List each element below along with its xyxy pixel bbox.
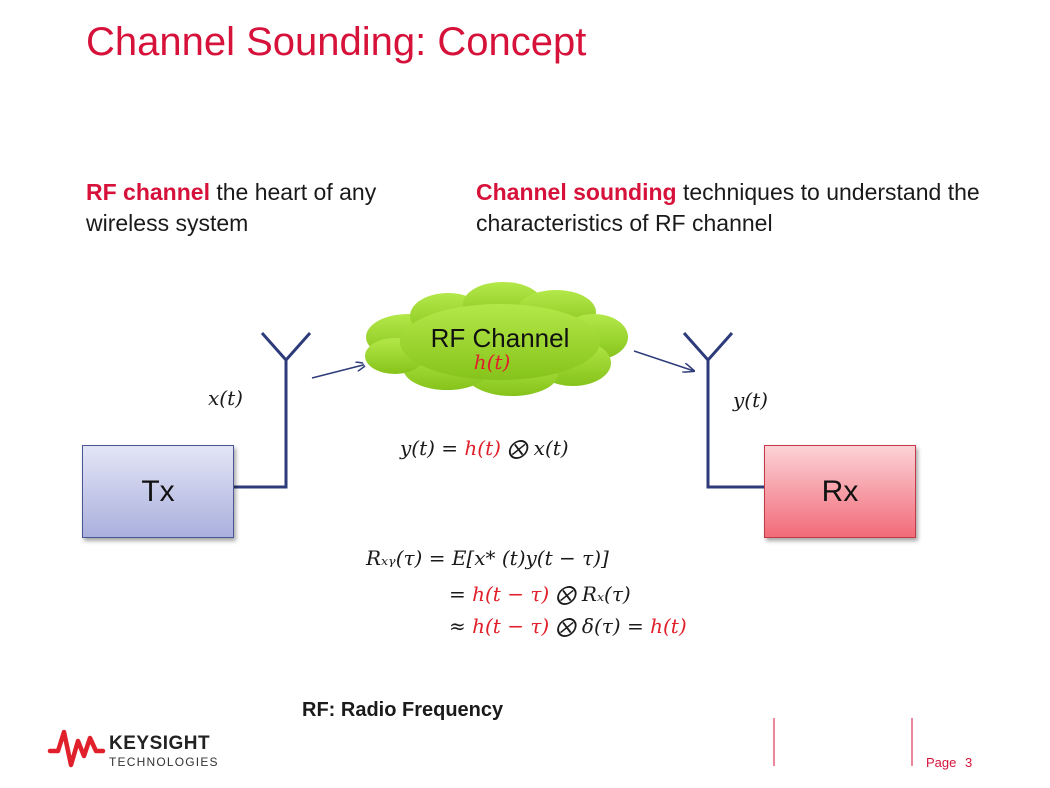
page-title: Channel Sounding: Concept [86, 20, 587, 64]
correlation-line-1: Rₓᵧ(τ) = E[x* (t)y(t − τ)] [366, 546, 609, 570]
page-label: Page [926, 755, 957, 770]
keysight-logo-icon [47, 729, 106, 768]
rf-channel-description: RF channel the heart of any wireless sys… [86, 177, 446, 239]
correlation-line-3-channel: h(t − τ) [472, 614, 550, 638]
rf-channel-cloud-icon [361, 278, 632, 400]
cloud-label: RF Channel [430, 323, 570, 353]
arrow-to-channel [311, 364, 367, 379]
equation-channel: h(t) [464, 436, 501, 460]
correlation-line-2-channel: h(t − τ) [472, 582, 550, 606]
input-signal-label: x(t) [208, 386, 243, 410]
tx-box: Tx [82, 445, 234, 538]
channel-sounding-highlight: Channel sounding [476, 179, 677, 205]
arrow-from-channel [633, 350, 694, 371]
output-signal-label: y(t) [733, 388, 768, 412]
rx-label: Rx [821, 474, 859, 508]
correlation-line-3-eq: ≈ [449, 614, 473, 638]
footnote: RF: Radio Frequency [302, 699, 504, 721]
rx-antenna-icon [682, 332, 766, 489]
correlation-line-3-rest: ⨂ δ(τ) = [549, 614, 651, 638]
channel-sounding-description: Channel sounding techniques to understan… [476, 177, 1021, 239]
equation-lhs: y(t) = [400, 436, 465, 460]
convolution-equation: y(t) = h(t) ⨂ x(t) [400, 436, 569, 460]
rf-channel-highlight: RF channel [86, 179, 210, 205]
logo-subtitle: TECHNOLOGIES [109, 755, 219, 769]
correlation-line-3-result: h(t) [650, 614, 687, 638]
page-number: 3 [965, 755, 973, 770]
tx-antenna-icon [230, 332, 312, 489]
correlation-line-2-rest: ⨂ Rₓ(τ) [549, 582, 631, 606]
logo-name: KEYSIGHT [109, 733, 211, 754]
cloud-channel-math: h(t) [473, 350, 511, 374]
rf-channel-rest: the heart of any wireless system [86, 179, 377, 236]
correlation-line-2-eq: = [449, 582, 473, 606]
channel-sounding-rest: techniques to understand the characteris… [476, 179, 980, 236]
tx-label: Tx [141, 474, 175, 508]
equation-rest: ⨂ x(t) [500, 436, 569, 460]
rx-box: Rx [764, 445, 916, 538]
correlation-line-2: = h(t − τ) ⨂ Rₓ(τ) [449, 582, 631, 606]
correlation-line-3: ≈ h(t − τ) ⨂ δ(τ) = h(t) [449, 614, 687, 638]
